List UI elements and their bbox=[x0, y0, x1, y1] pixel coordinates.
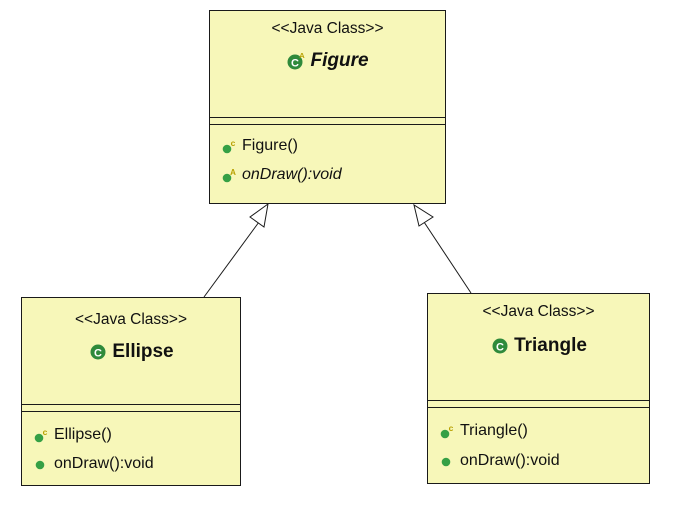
constructor-icon: c bbox=[222, 139, 236, 153]
public-method-icon bbox=[35, 460, 45, 469]
constructor-icon: c bbox=[34, 428, 48, 442]
svg-text:C: C bbox=[94, 348, 102, 360]
abstract-method-member[interactable]: A onDraw():void bbox=[222, 166, 342, 184]
ellipse-generalization-arrow bbox=[203, 202, 269, 298]
constructor-member[interactable]: c Ellipse() bbox=[34, 426, 112, 444]
class-ellipse[interactable]: <<Java Class>> C Ellipse c Ellipse() onD… bbox=[21, 297, 241, 486]
class-name: Triangle bbox=[514, 335, 587, 356]
class-stereotype: <<Java Class>> bbox=[482, 303, 595, 320]
class-figure[interactable]: <<Java Class>> C A Figure c Figure() A o… bbox=[209, 10, 446, 204]
svg-text:c: c bbox=[43, 428, 48, 437]
compartment-divider bbox=[428, 407, 649, 408]
triangle-generalization-arrow bbox=[413, 203, 472, 294]
constructor-icon: c bbox=[440, 424, 454, 438]
svg-text:c: c bbox=[449, 424, 454, 433]
member-text: onDraw():void bbox=[242, 166, 342, 183]
class-icon: C bbox=[90, 344, 106, 360]
class-title: C Ellipse bbox=[22, 341, 240, 363]
class-stereotype: <<Java Class>> bbox=[74, 311, 187, 328]
compartment-divider bbox=[428, 400, 649, 401]
class-title: C A Figure bbox=[210, 50, 445, 72]
class-triangle[interactable]: <<Java Class>> C Triangle c Triangle() o… bbox=[427, 293, 650, 484]
class-title: C Triangle bbox=[428, 335, 649, 357]
svg-text:A: A bbox=[300, 51, 306, 60]
svg-text:c: c bbox=[231, 139, 236, 148]
compartment-divider bbox=[210, 124, 445, 125]
member-text: onDraw():void bbox=[460, 452, 560, 469]
method-member[interactable]: onDraw():void bbox=[440, 452, 560, 470]
class-stereotype: <<Java Class>> bbox=[271, 20, 384, 37]
method-member[interactable]: onDraw():void bbox=[34, 455, 154, 473]
compartment-divider bbox=[22, 404, 240, 405]
constructor-member[interactable]: c Triangle() bbox=[440, 422, 528, 440]
compartment-divider bbox=[22, 411, 240, 412]
compartment-divider bbox=[210, 117, 445, 118]
class-icon: C bbox=[492, 338, 508, 354]
svg-text:A: A bbox=[230, 168, 236, 177]
member-text: Ellipse() bbox=[54, 426, 112, 443]
constructor-member[interactable]: c Figure() bbox=[222, 137, 298, 155]
abstract-class-icon: C A bbox=[287, 51, 306, 70]
abstract-method-icon: A bbox=[222, 168, 236, 182]
member-text: Figure() bbox=[242, 137, 299, 154]
class-name: Ellipse bbox=[112, 341, 174, 362]
public-method-icon bbox=[441, 457, 451, 466]
svg-text:C: C bbox=[496, 342, 504, 354]
member-text: onDraw():void bbox=[54, 455, 154, 472]
member-text: Triangle() bbox=[460, 422, 528, 439]
svg-text:C: C bbox=[291, 58, 299, 70]
class-name: Figure bbox=[310, 50, 369, 71]
